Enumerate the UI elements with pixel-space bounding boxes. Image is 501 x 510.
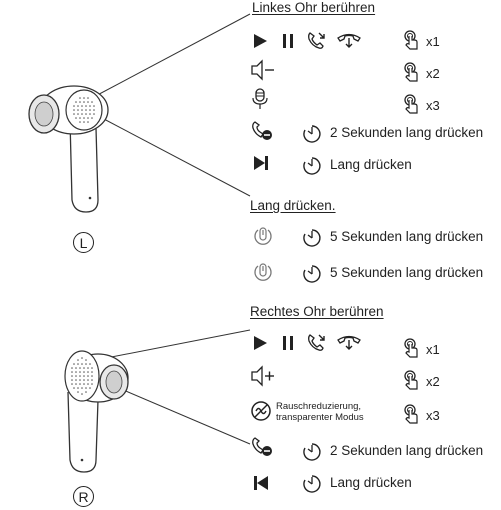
anc-label-line1: Rauschreduzierung, xyxy=(276,401,362,412)
power-touch-icon xyxy=(254,263,272,281)
right-hold-2s-text: 2 Sekunden lang drücken xyxy=(330,443,484,458)
call-reject-icon xyxy=(252,121,272,140)
call-reject-icon xyxy=(252,437,272,456)
pause-icon xyxy=(283,34,293,48)
call-answer-icon xyxy=(308,32,325,49)
finger-tap-icon xyxy=(404,370,418,390)
left-tap-x2: x2 xyxy=(426,66,440,81)
timer-icon xyxy=(303,443,321,461)
right-tap-x3: x3 xyxy=(426,408,440,423)
finger-tap-icon xyxy=(404,30,418,50)
pause-icon xyxy=(283,336,293,350)
power-touch-icon xyxy=(254,227,272,245)
left-hold-2s-text: 2 Sekunden lang drücken xyxy=(330,125,484,140)
left-hold-long-text: Lang drücken xyxy=(330,157,412,172)
right-badge: R xyxy=(73,486,94,507)
right-tap-x2: x2 xyxy=(426,374,440,389)
play-icon xyxy=(254,34,267,48)
call-hangup-icon xyxy=(337,335,361,350)
longpress-row2-text: 5 Sekunden lang drücken xyxy=(330,265,484,280)
finger-tap-icon xyxy=(404,62,418,82)
play-icon xyxy=(254,336,267,350)
left-section-heading: Linkes Ohr berühren xyxy=(252,0,376,15)
noise-cancel-icon xyxy=(251,401,271,421)
anc-label-line2: transparenter Modus xyxy=(276,412,364,423)
timer-icon xyxy=(303,265,321,283)
next-track-icon xyxy=(254,156,268,170)
timer-icon xyxy=(303,229,321,247)
right-tap-x1: x1 xyxy=(426,342,440,357)
call-answer-icon xyxy=(308,334,325,351)
previous-track-icon xyxy=(254,476,268,490)
right-hold-long-text: Lang drücken xyxy=(330,475,412,490)
finger-tap-icon xyxy=(404,338,418,358)
timer-icon xyxy=(303,157,321,175)
left-tap-x3: x3 xyxy=(426,98,440,113)
volume-up-icon xyxy=(251,365,274,387)
left-tap-x1: x1 xyxy=(426,34,440,49)
microphone-icon xyxy=(252,88,268,109)
timer-icon xyxy=(303,475,321,493)
longpress-row1-text: 5 Sekunden lang drücken xyxy=(330,229,484,244)
finger-tap-icon xyxy=(404,94,418,114)
longpress-section-heading: Lang drücken. xyxy=(250,198,336,213)
left-badge: L xyxy=(73,232,94,253)
volume-down-icon xyxy=(251,59,274,81)
right-section-heading: Rechtes Ohr berühren xyxy=(250,304,384,319)
call-hangup-icon xyxy=(337,33,361,48)
timer-icon xyxy=(303,125,321,143)
finger-tap-icon xyxy=(404,404,418,424)
